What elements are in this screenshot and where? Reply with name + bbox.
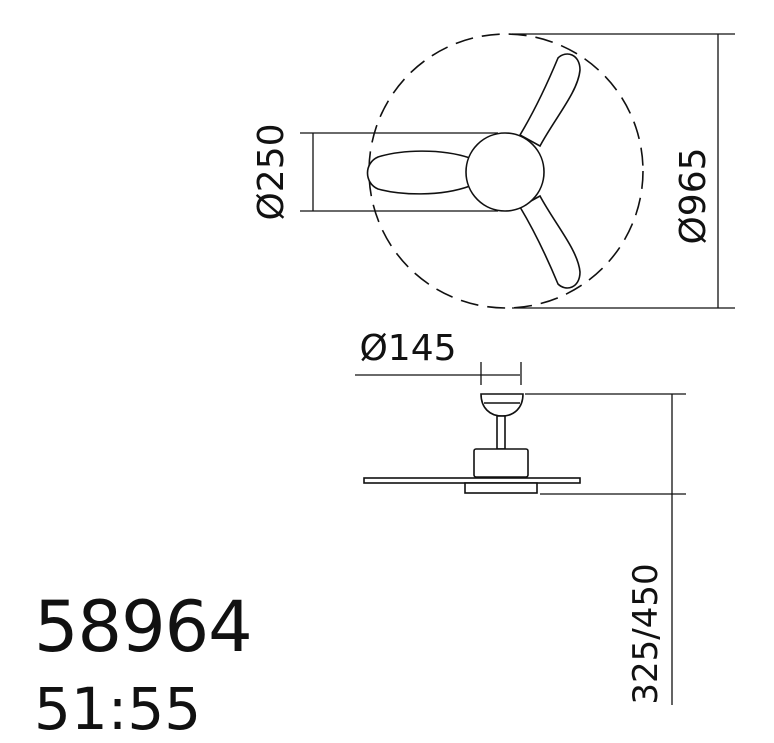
motor-hub [465,132,545,212]
product-code: 58964 [34,586,253,668]
dimension-height [525,393,686,705]
dimension-blade-span [512,33,735,309]
fan-blade [366,150,471,195]
technical-drawing: Ø250 Ø965 Ø145 325/450 [251,33,735,705]
downrod [496,415,506,450]
label-height: 325/450 [626,563,666,704]
label-blade-span: Ø965 [673,147,714,244]
fan-blade [518,194,581,289]
label-blade-width: Ø250 [251,123,292,220]
product-subcode: 51:55 [34,675,202,743]
dimension-blade-width [300,132,498,212]
blade-sweep-circle [368,33,644,309]
label-canopy-diameter: Ø145 [359,328,456,369]
ceiling-canopy [480,393,524,417]
side-view [363,393,581,494]
lower-housing [464,482,538,494]
motor-housing [473,448,529,478]
fan-blade [518,53,581,148]
dimension-canopy [355,362,522,385]
top-view [366,33,644,309]
